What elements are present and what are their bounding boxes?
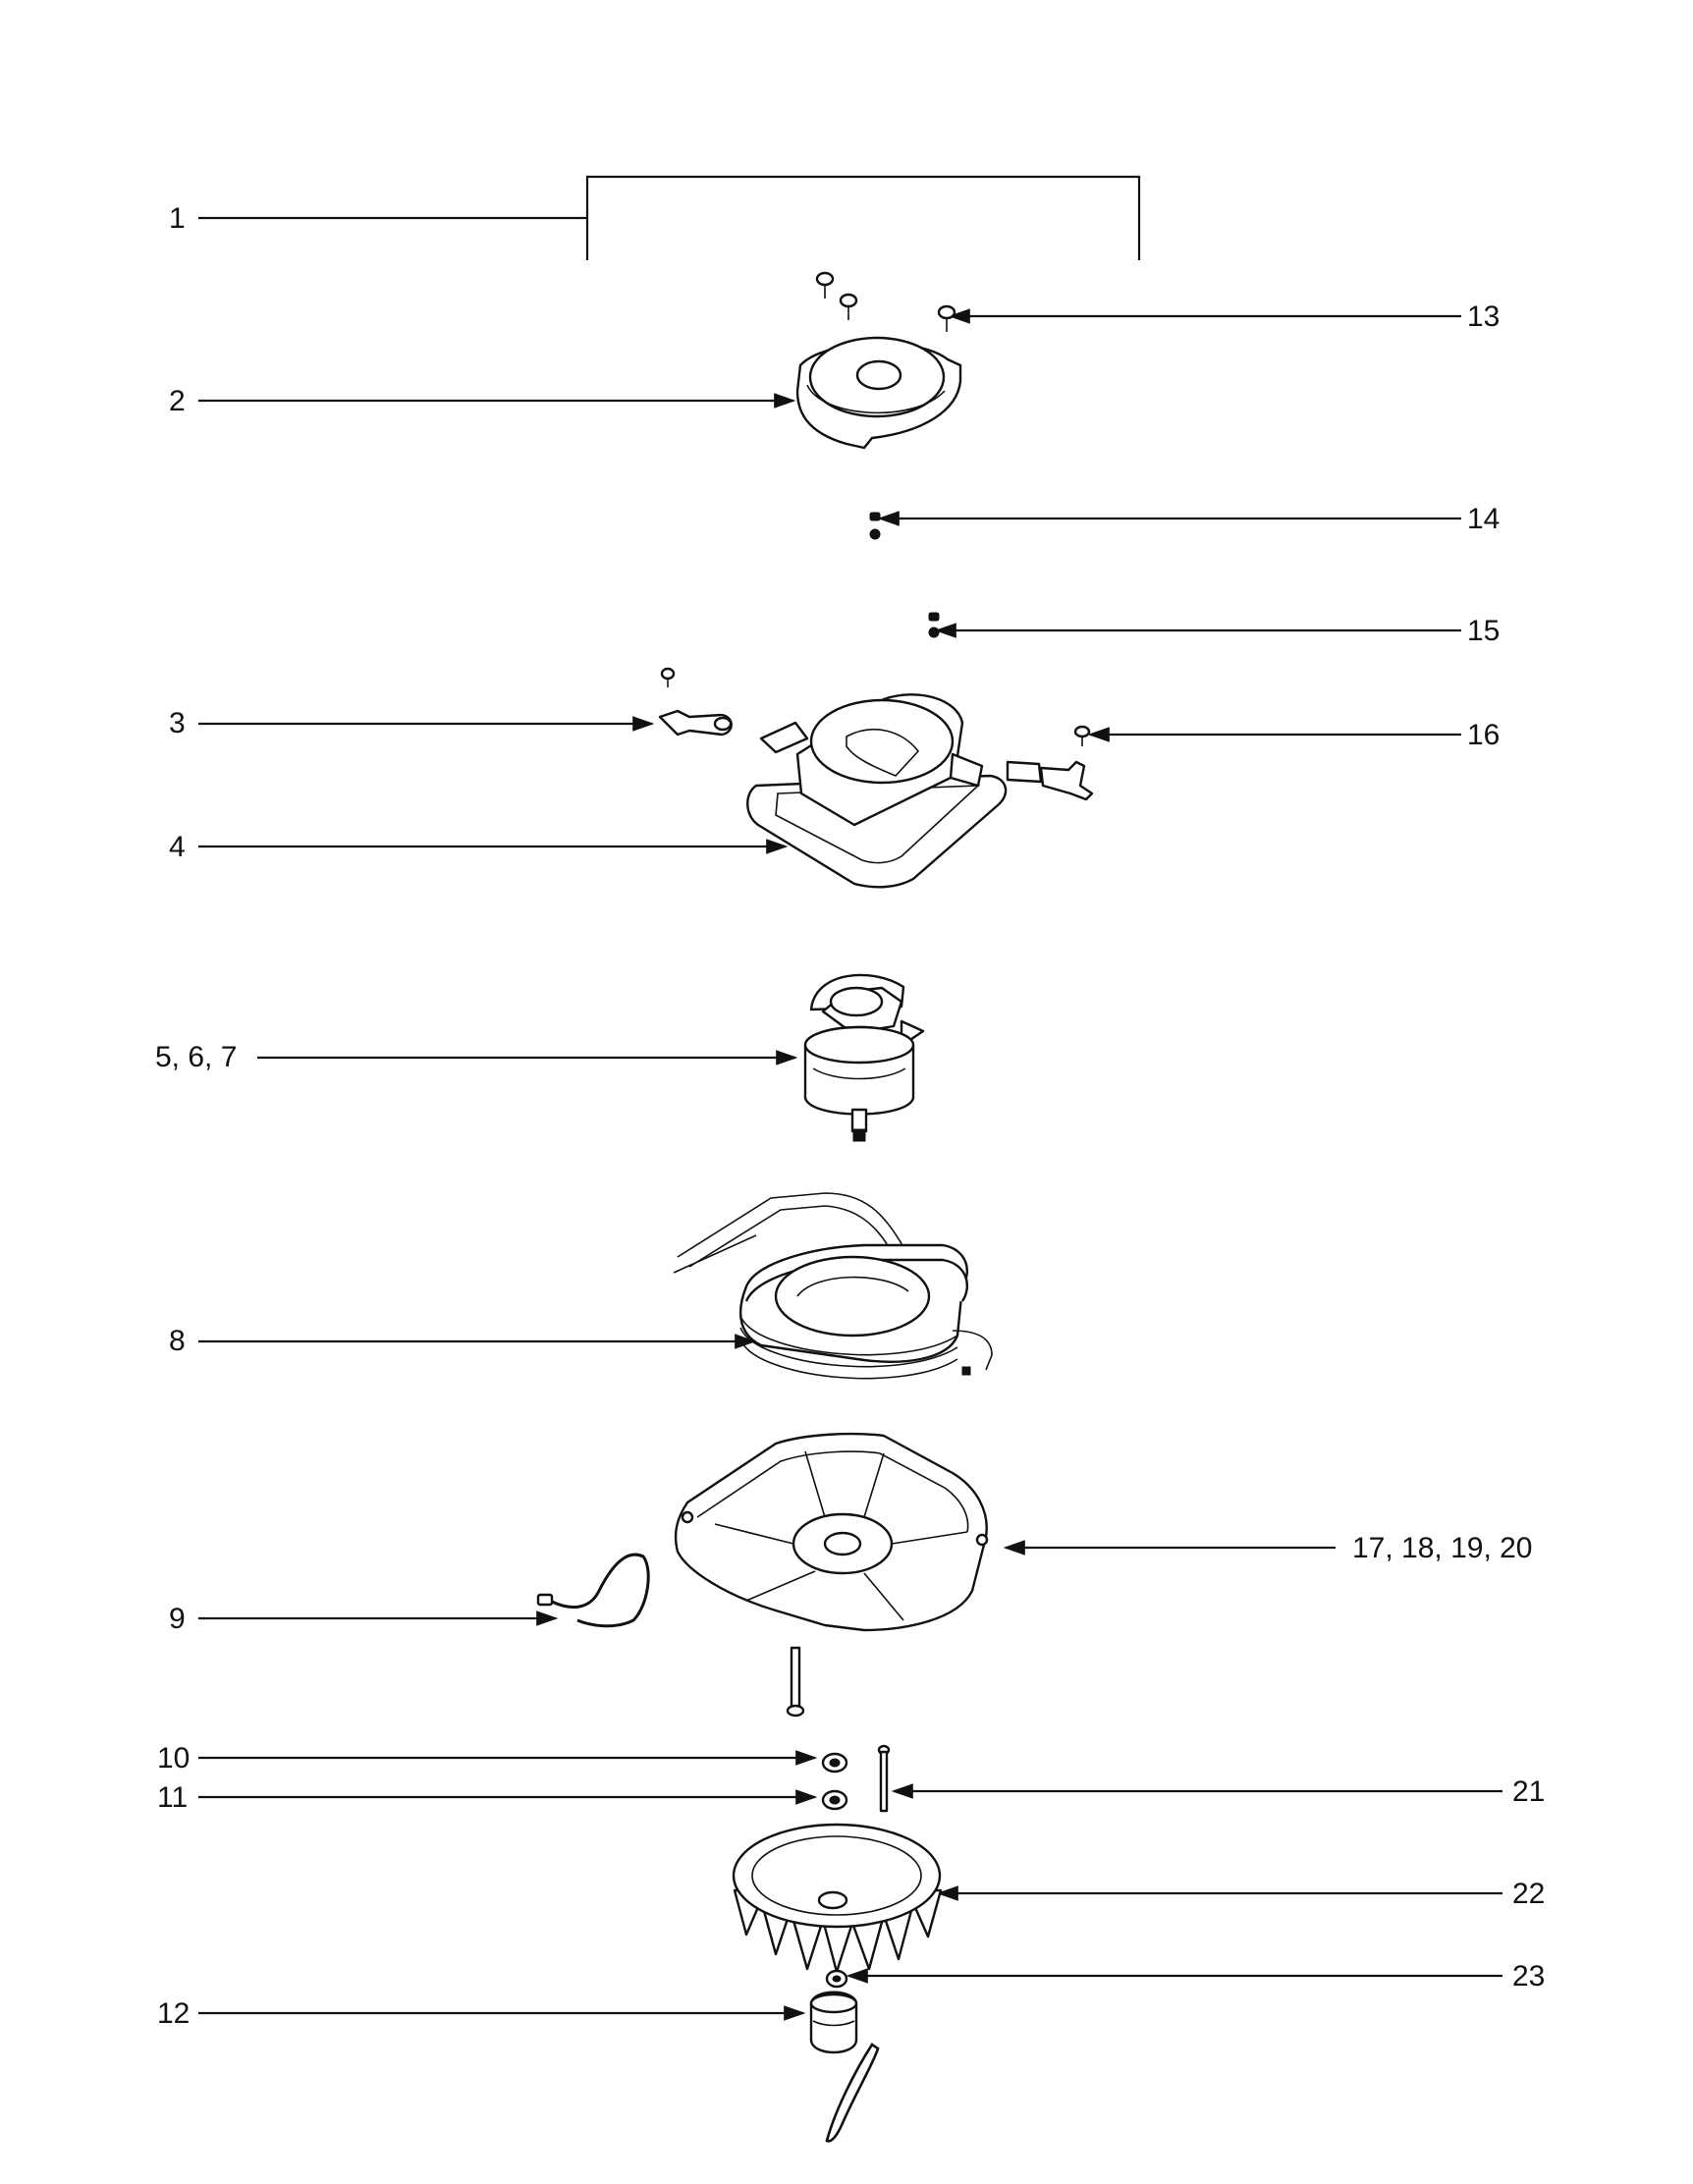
callout-label-14: 14 [1467,503,1500,535]
callout-label-15: 15 [1467,615,1500,647]
washer-10 [821,1752,848,1774]
callout-label-17-18-19-20: 17, 18, 19, 20 [1352,1532,1533,1564]
callout-label-11: 11 [157,1781,188,1814]
end-bracket-2 [795,336,962,450]
callout-label-2: 2 [169,385,186,417]
pulley-12 [809,1991,858,2054]
screw-3 [660,667,676,687]
callout-label-1: 1 [169,202,186,235]
callout-label-16: 16 [1467,719,1500,751]
brush-holder-16 [1006,760,1094,801]
fan-housing-17-20 [674,1432,989,1632]
spacer-11 [821,1789,848,1811]
bearing-ball-15 [928,612,940,638]
callout-labels: 1 2 3 4 5, 6, 7 8 9 10 11 12 13 14 15 16… [155,202,1545,2030]
callout-label-9: 9 [169,1603,186,1635]
power-cord-9 [536,1553,650,1628]
callout-label-5-6-7: 5, 6, 7 [155,1041,237,1073]
callout-label-13: 13 [1467,300,1500,333]
callout-label-4: 4 [169,831,186,863]
callout-label-23: 23 [1512,1960,1545,1993]
through-bolt [786,1646,805,1718]
callout-label-22: 22 [1512,1878,1545,1910]
belt [825,2043,880,2143]
brush-holder-3 [658,709,733,737]
screw-16 [1073,725,1091,746]
armature-5-6-7 [803,973,925,1142]
callout-label-21: 21 [1512,1775,1545,1808]
fan-22 [732,1823,943,1974]
screw-13 [815,271,956,332]
assembly-bracket [585,175,1141,260]
nut-23 [825,1969,848,1989]
leader-lines [198,175,1502,2021]
callout-label-8: 8 [169,1325,186,1357]
callout-label-3: 3 [169,707,186,739]
brush-frame-4 [746,693,1008,889]
callout-label-10: 10 [157,1742,190,1774]
screw-21 [877,1744,891,1813]
callout-label-12: 12 [157,1997,190,2030]
field-stator-8 [673,1192,993,1380]
bearing-ball-14 [869,512,881,540]
